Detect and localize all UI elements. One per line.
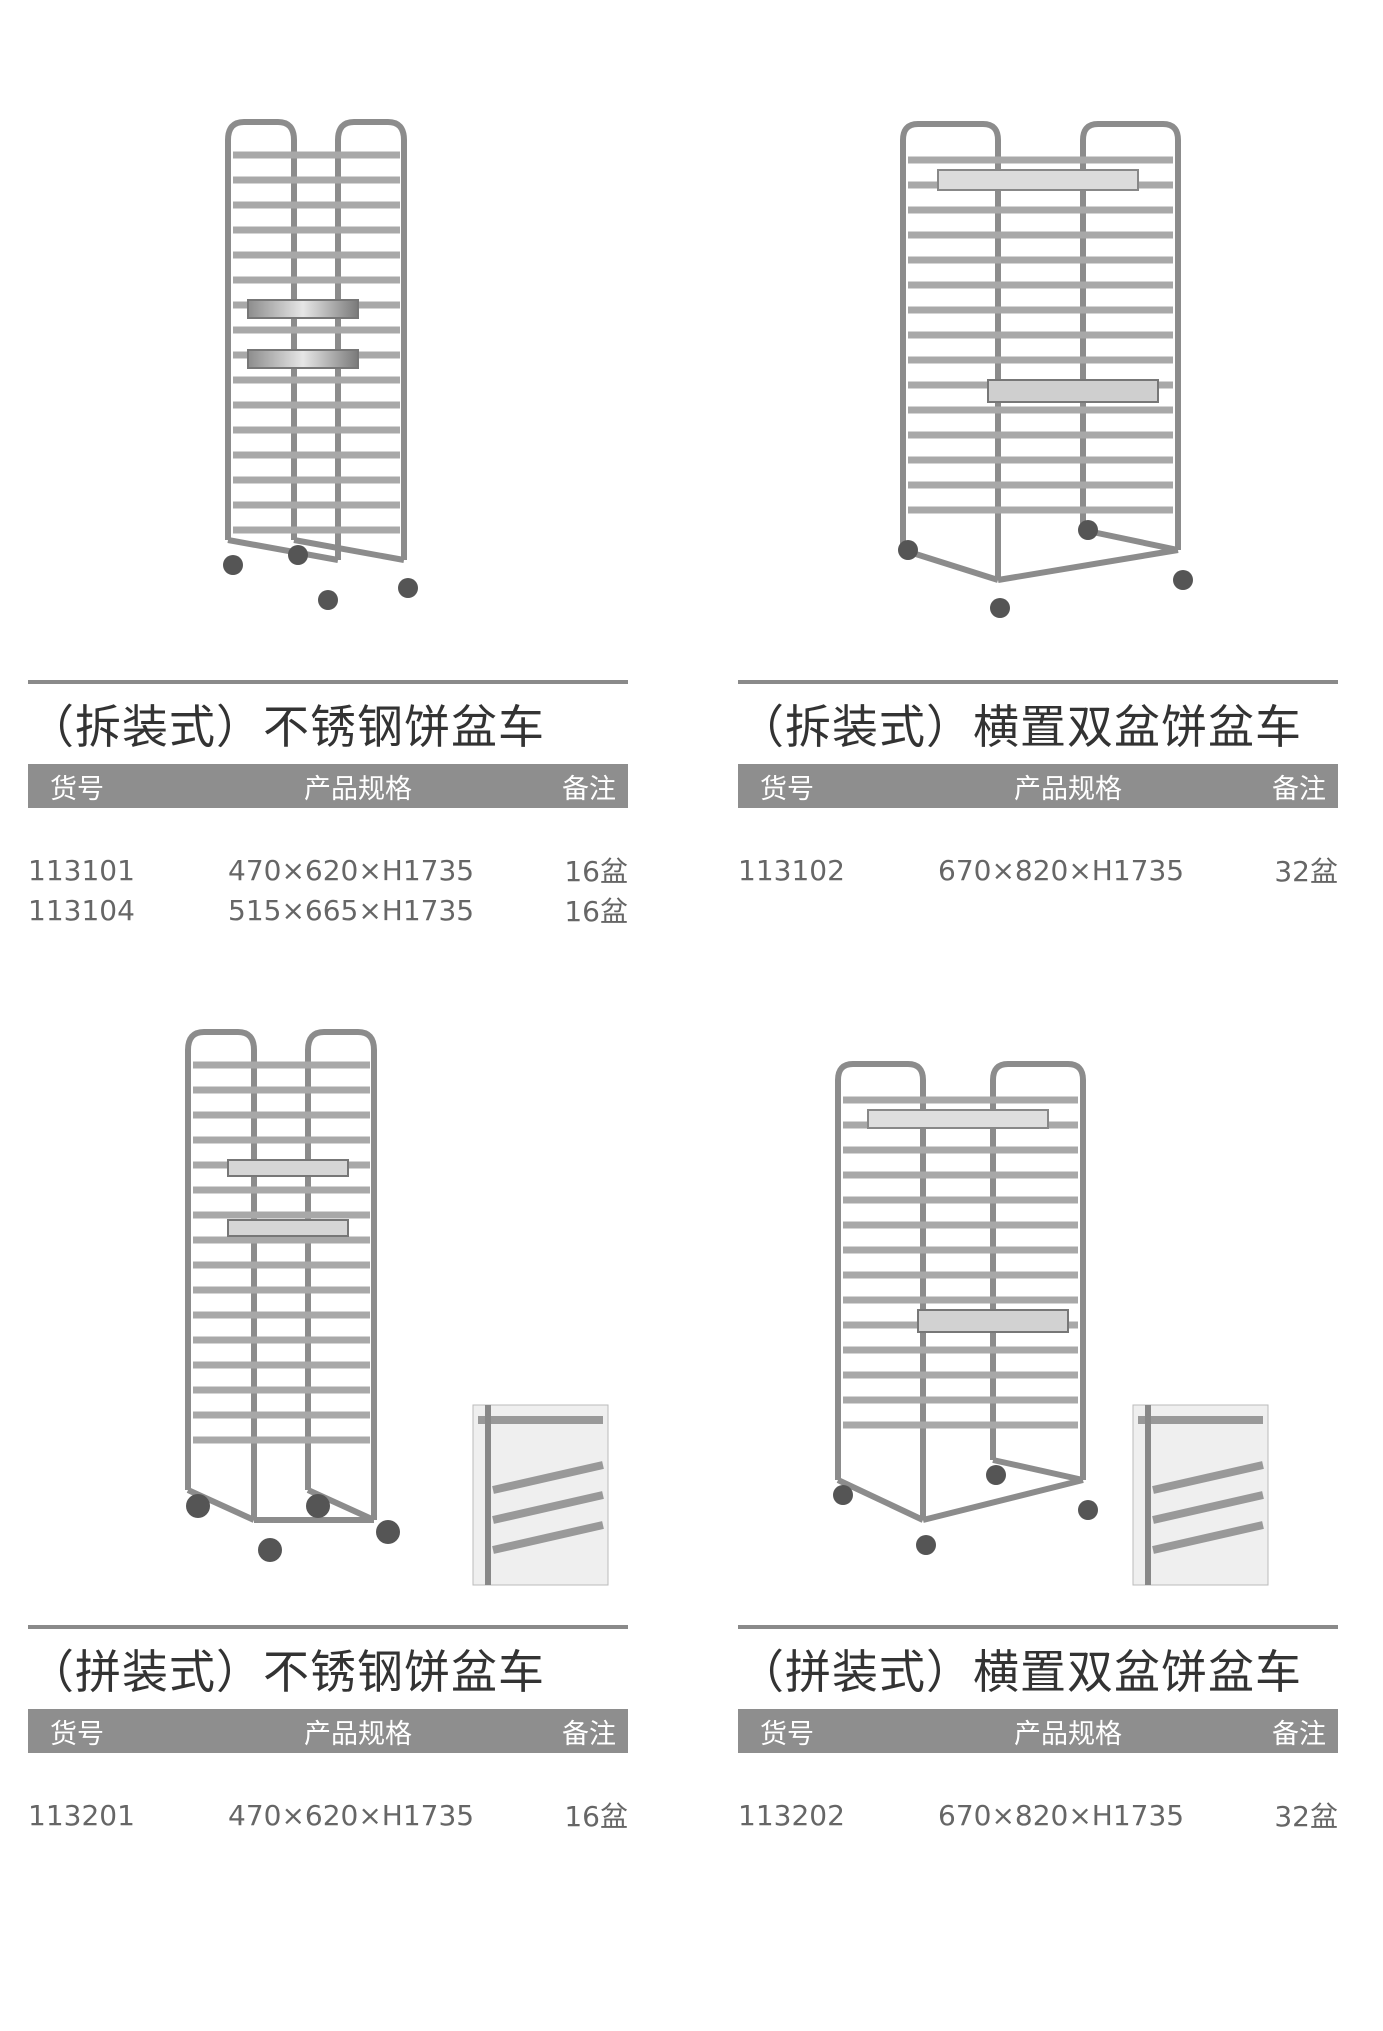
product-card-113101: （拆装式）不锈钢饼盆车 货号 产品规格 备注 113101 470×620×H1… (28, 110, 628, 930)
spec-table-header: 货号 产品规格 备注 (738, 764, 1338, 808)
cell-note: 16盆 (564, 1800, 628, 1833)
cell-spec: 470×620×H1735 (228, 853, 475, 887)
product-title: （拆装式）横置双盆饼盆车 (738, 700, 1302, 754)
header-note: 备注 (1272, 1718, 1326, 1750)
cell-note: 16盆 (564, 855, 628, 888)
table-row: 113101 470×620×H1735 16盆 (28, 850, 628, 890)
cell-code: 113101 (28, 853, 135, 887)
product-photo-single-rack (28, 110, 628, 680)
header-code: 货号 (50, 1718, 104, 1750)
header-code: 货号 (760, 773, 814, 805)
product-title: （拆装式）不锈钢饼盆车 (28, 700, 545, 754)
product-card-113202: （拼装式）横置双盆饼盆车 货号 产品规格 备注 113202 670×820×H… (738, 1020, 1338, 1835)
product-photo-double-rack (738, 110, 1338, 680)
section-rule (738, 1625, 1338, 1629)
cell-spec: 670×820×H1735 (938, 1798, 1185, 1832)
cell-spec: 470×620×H1735 (228, 1798, 475, 1832)
table-row: 113102 670×820×H1735 32盆 (738, 850, 1338, 890)
cell-code: 113104 (28, 893, 135, 927)
header-note: 备注 (1272, 773, 1326, 805)
product-card-113201: （拼装式）不锈钢饼盆车 货号 产品规格 备注 113201 470×620×H1… (28, 1020, 628, 1835)
header-code: 货号 (50, 773, 104, 805)
cell-spec: 670×820×H1735 (938, 853, 1185, 887)
rack-illustration (833, 1061, 1269, 1586)
spec-table-header: 货号 产品规格 备注 (28, 1709, 628, 1753)
rack-illustration (898, 121, 1193, 618)
spec-table-header: 货号 产品规格 备注 (738, 1709, 1338, 1753)
section-rule (28, 1625, 628, 1629)
header-spec: 产品规格 (304, 773, 412, 805)
product-photo-single-rack-assembled (28, 1020, 628, 1625)
header-spec: 产品规格 (1014, 773, 1122, 805)
rack-illustration (223, 119, 418, 610)
product-title: （拼装式）横置双盆饼盆车 (738, 1645, 1302, 1699)
product-title: （拼装式）不锈钢饼盆车 (28, 1645, 545, 1699)
cell-code: 113102 (738, 853, 845, 887)
product-card-113102: （拆装式）横置双盆饼盆车 货号 产品规格 备注 113102 670×820×H… (738, 110, 1338, 890)
cell-code: 113201 (28, 1798, 135, 1832)
header-spec: 产品规格 (304, 1718, 412, 1750)
cell-note: 32盆 (1274, 1800, 1338, 1833)
cell-note: 16盆 (564, 895, 628, 928)
spec-table-header: 货号 产品规格 备注 (28, 764, 628, 808)
header-note: 备注 (562, 1718, 616, 1750)
header-code: 货号 (760, 1718, 814, 1750)
section-rule (28, 680, 628, 684)
cell-spec: 515×665×H1735 (228, 893, 475, 927)
header-note: 备注 (562, 773, 616, 805)
section-rule (738, 680, 1338, 684)
table-row: 113104 515×665×H1735 16盆 (28, 890, 628, 930)
table-row: 113201 470×620×H1735 16盆 (28, 1795, 628, 1835)
cell-code: 113202 (738, 1798, 845, 1832)
table-row: 113202 670×820×H1735 32盆 (738, 1795, 1338, 1835)
rack-illustration (185, 1029, 609, 1586)
cell-note: 32盆 (1274, 855, 1338, 888)
header-spec: 产品规格 (1014, 1718, 1122, 1750)
product-photo-double-rack-assembled (738, 1020, 1338, 1625)
